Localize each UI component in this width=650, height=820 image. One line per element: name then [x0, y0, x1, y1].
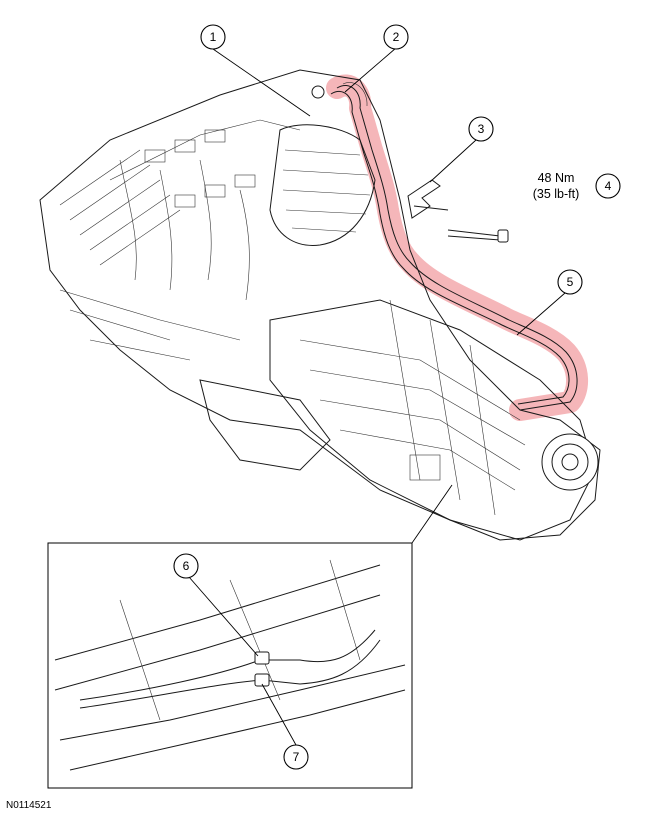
callout-7: 7 [283, 744, 309, 770]
callout-2: 2 [383, 24, 409, 50]
transmission-assembly [269, 299, 599, 541]
torque-spec: 48 Nm (35 lb-ft) [533, 171, 580, 201]
callout-5: 5 [557, 269, 583, 295]
callout-4-label: 4 [605, 179, 612, 193]
cooler-tubes [311, 82, 578, 411]
callout-2-label: 2 [393, 30, 400, 44]
callout-4: 4 [595, 173, 621, 199]
callout-3-label: 3 [478, 122, 485, 136]
cooler-line-highlight [326, 74, 588, 421]
callout-6: 6 [173, 553, 199, 579]
engine-assembly [39, 69, 601, 541]
callout-6-label: 6 [183, 559, 190, 573]
torque-nm: 48 Nm [538, 171, 575, 185]
bracket-bolt [447, 229, 509, 243]
inset-detail [47, 484, 453, 789]
callout-3: 3 [468, 116, 494, 142]
callout-1-label: 1 [210, 30, 217, 44]
figure-id: N0114521 [6, 800, 52, 811]
torque-lbft: (35 lb-ft) [533, 187, 580, 201]
callout-5-label: 5 [567, 275, 574, 289]
callout-7-label: 7 [293, 750, 300, 764]
cooler-line-bracket [407, 179, 449, 219]
callout-1: 1 [200, 24, 226, 50]
leader-lines [188, 47, 566, 746]
